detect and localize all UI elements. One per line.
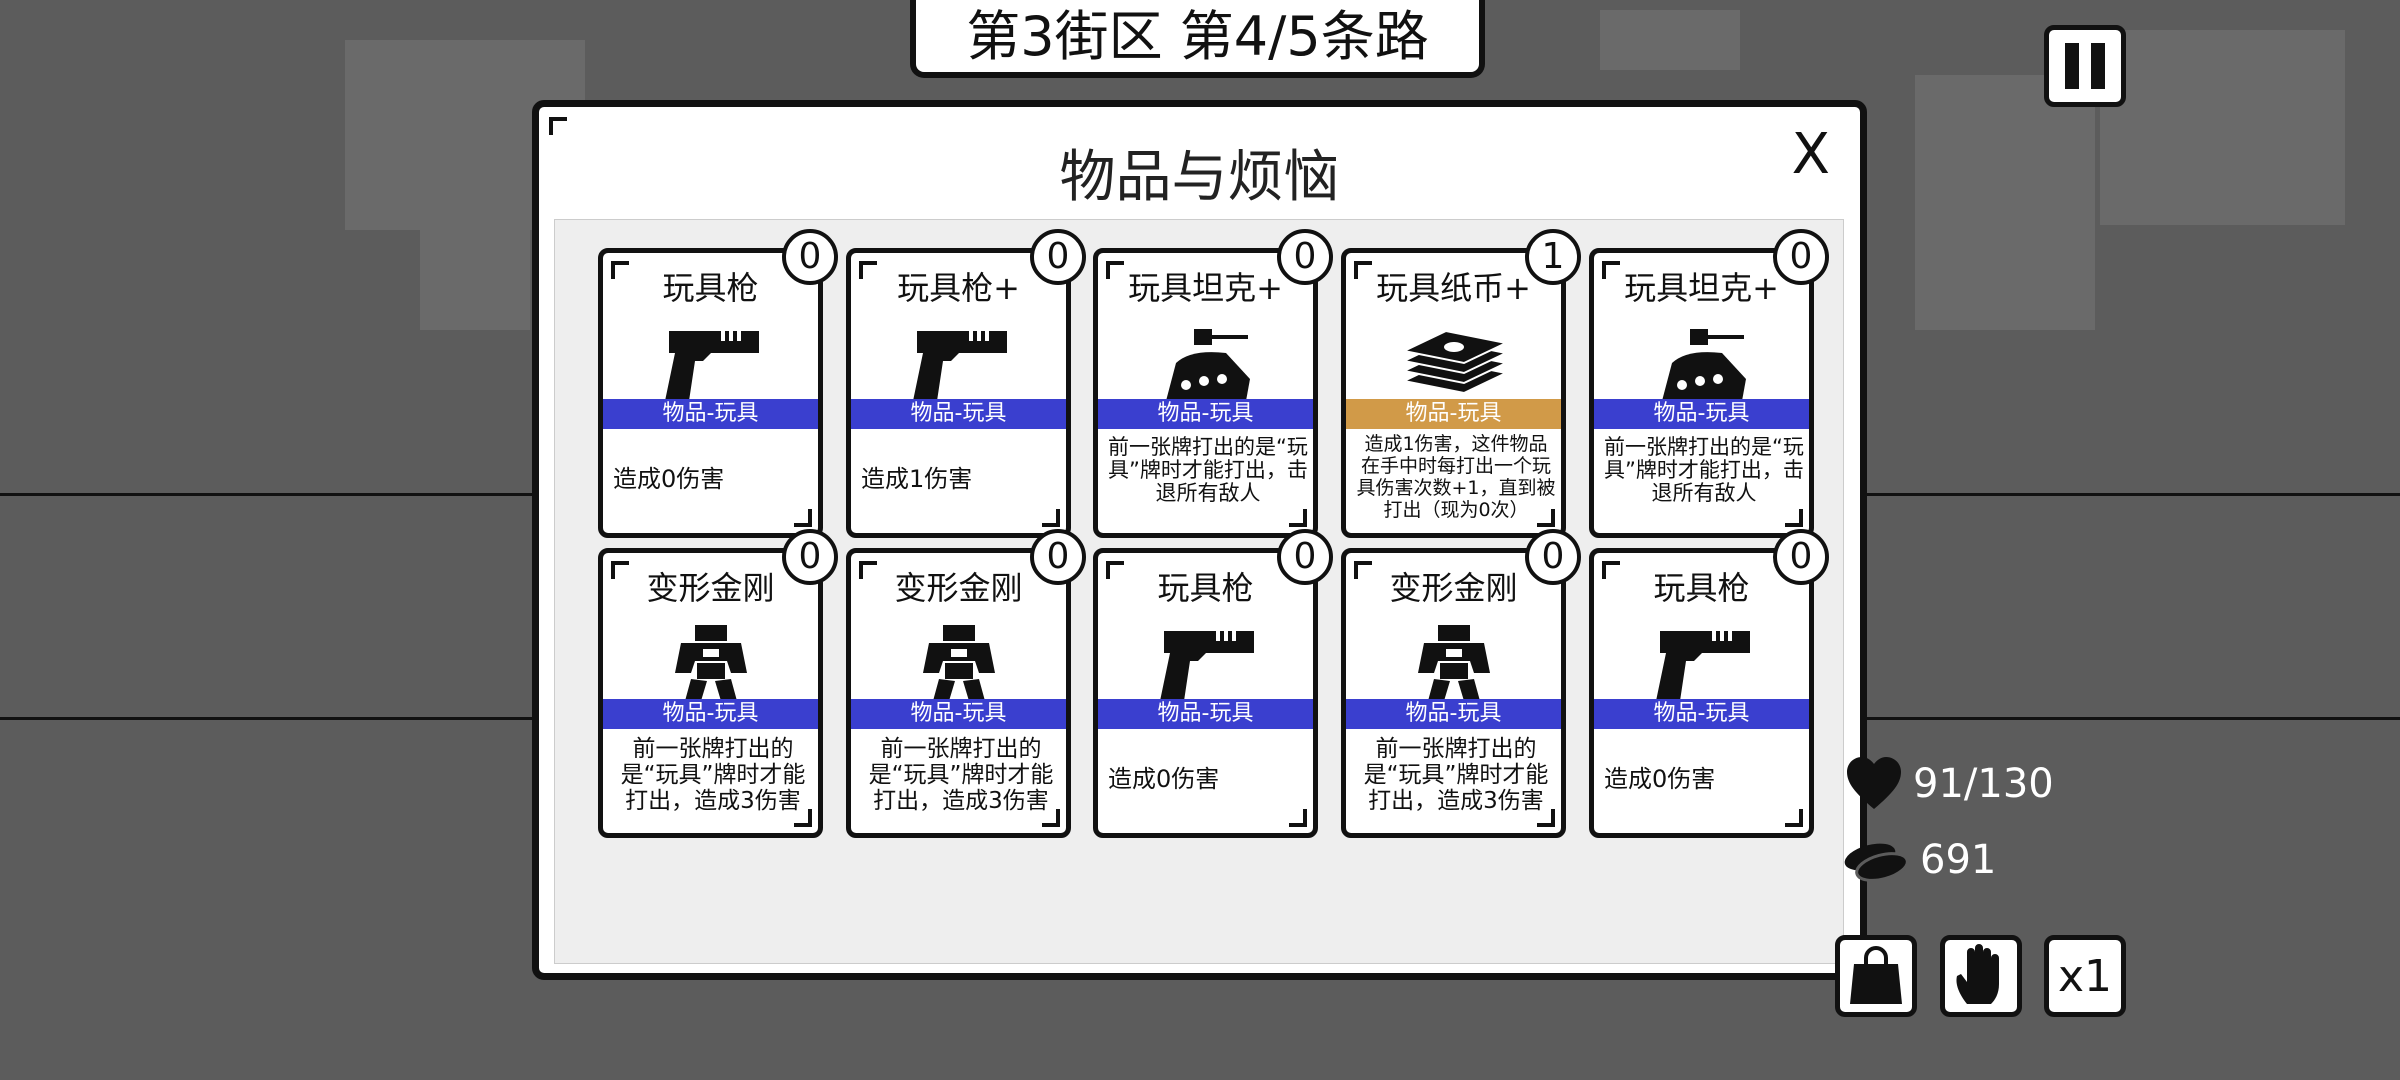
card-description: 前一张牌打出的是“玩具”牌时才能打出，击退所有敌人: [1604, 435, 1804, 505]
speed-label: x1: [2057, 950, 2113, 1002]
card-description: 前一张牌打出的是“玩具”牌时才能打出，造成3伤害: [1363, 736, 1549, 814]
hand-icon: [1956, 944, 1999, 1004]
card[interactable]: 玩具枪+ 物品-玩具 造成1伤害 0: [846, 229, 1086, 538]
card[interactable]: 玩具枪 物品-玩具 造成0伤害 0: [1093, 529, 1333, 838]
card-name: 玩具枪: [1653, 569, 1750, 607]
pistol-icon: [1159, 631, 1254, 701]
card-type-tag: 物品-玩具: [1594, 399, 1809, 429]
card-description: 造成0伤害: [1604, 765, 1716, 793]
hand-button[interactable]: [1940, 935, 2022, 1017]
heart-icon: [1847, 757, 1901, 809]
card-name: 玩具纸币+: [1376, 269, 1531, 307]
background-factory-right: [2100, 30, 2345, 225]
card[interactable]: 玩具枪 物品-玩具 造成0伤害 0: [1589, 529, 1829, 838]
card-count-badge: 0: [1773, 229, 1829, 285]
robot-icon: [922, 625, 995, 701]
card-grid: 玩具枪 物品-玩具 造成0伤害 0 玩具枪+ 物品-玩具 造成1伤害 0 玩具坦…: [554, 219, 1844, 964]
card[interactable]: 变形金刚 物品-玩具 前一张牌打出的是“玩具”牌时才能打出，造成3伤害 0: [598, 529, 838, 838]
card-description: 造成1伤害: [861, 465, 973, 493]
pause-icon: [2065, 43, 2079, 89]
card[interactable]: 玩具纸币+ 物品-玩具 造成1伤害，这件物品在手中时每打出一个玩具伤害次数+1，…: [1341, 229, 1581, 538]
pistol-icon: [1655, 631, 1750, 701]
card-count-badge: 0: [1525, 529, 1581, 585]
card-type-tag: 物品-玩具: [851, 399, 1066, 429]
background-building-right: [1915, 75, 2095, 330]
close-button[interactable]: X: [1791, 122, 1830, 187]
bag-button[interactable]: [1835, 935, 1917, 1017]
card-name: 变形金刚: [1389, 569, 1518, 607]
card-count-badge: 0: [1277, 229, 1333, 285]
card-name: 玩具枪+: [897, 269, 1020, 307]
card[interactable]: 变形金刚 物品-玩具 前一张牌打出的是“玩具”牌时才能打出，造成3伤害 0: [1341, 529, 1581, 838]
items-and-troubles-panel: 物品与烦恼 X 玩具枪 物品-玩具 造成0伤害 0 玩具枪+ 物品-玩具 造成1…: [532, 100, 1867, 980]
card-name: 玩具坦克+: [1128, 269, 1283, 307]
background-building-left-tower: [420, 110, 530, 330]
card-type-tag: 物品-玩具: [603, 399, 818, 429]
card[interactable]: 玩具坦克+ 物品-玩具 前一张牌打出的是“玩具”牌时才能打出，击退所有敌人 0: [1589, 229, 1829, 538]
card-type-tag: 物品-玩具: [1594, 699, 1809, 729]
coins-icon: [1844, 843, 1909, 882]
pistol-icon: [912, 331, 1007, 401]
card-description: 前一张牌打出的是“玩具”牌时才能打出，造成3伤害: [868, 736, 1054, 814]
card-description: 前一张牌打出的是“玩具”牌时才能打出，击退所有敌人: [1108, 435, 1308, 505]
card-count-badge: 0: [782, 529, 838, 585]
shopping-bag-icon: [1850, 946, 1902, 1004]
robot-icon: [674, 625, 747, 701]
pause-button[interactable]: [2044, 25, 2126, 107]
card-description: 前一张牌打出的是“玩具”牌时才能打出，造成3伤害: [620, 736, 806, 814]
coins-stat: 691: [1840, 835, 1996, 885]
card-description: 造成1伤害，这件物品在手中时每打出一个玩具伤害次数+1，直到被打出（现为0次）: [1356, 433, 1556, 521]
health-stat: 91/130: [1845, 755, 2054, 813]
card[interactable]: 玩具坦克+ 物品-玩具 前一张牌打出的是“玩具”牌时才能打出，击退所有敌人 0: [1093, 229, 1333, 538]
card-type-tag: 物品-玩具: [851, 699, 1066, 729]
location-label: 第3街区 第4/5条路: [966, 4, 1429, 68]
card-type-tag: 物品-玩具: [1346, 399, 1561, 429]
card[interactable]: 变形金刚 物品-玩具 前一张牌打出的是“玩具”牌时才能打出，造成3伤害 0: [846, 529, 1086, 838]
card-count-badge: 0: [1773, 529, 1829, 585]
health-value: 91/130: [1913, 761, 2054, 807]
robot-icon: [1417, 625, 1490, 701]
card-count-badge: 0: [1277, 529, 1333, 585]
card-name: 玩具坦克+: [1624, 269, 1779, 307]
card-description: 造成0伤害: [613, 465, 725, 493]
card-name: 变形金刚: [894, 569, 1023, 607]
money-stack-icon: [1400, 329, 1509, 395]
card-name: 变形金刚: [646, 569, 775, 607]
card-name: 玩具枪: [1157, 569, 1254, 607]
background-building-center: [1600, 10, 1740, 70]
card-type-tag: 物品-玩具: [603, 699, 818, 729]
card-type-tag: 物品-玩具: [1098, 699, 1313, 729]
card-count-badge: 1: [1525, 229, 1581, 285]
speed-toggle-button[interactable]: x1: [2044, 935, 2126, 1017]
tank-icon: [1165, 329, 1250, 401]
card-type-tag: 物品-玩具: [1346, 699, 1561, 729]
tank-icon: [1661, 329, 1746, 401]
card-count-badge: 0: [782, 229, 838, 285]
card-count-badge: 0: [1030, 529, 1086, 585]
card-count-badge: 0: [1030, 229, 1086, 285]
card-description: 造成0伤害: [1108, 765, 1220, 793]
panel-title: 物品与烦恼: [1059, 145, 1340, 210]
card[interactable]: 玩具枪 物品-玩具 造成0伤害 0: [598, 229, 838, 538]
card-type-tag: 物品-玩具: [1098, 399, 1313, 429]
card-name: 玩具枪: [662, 269, 759, 307]
pistol-icon: [664, 331, 759, 401]
coins-value: 691: [1920, 837, 1997, 883]
location-banner: 第3街区 第4/5条路: [910, 0, 1485, 78]
